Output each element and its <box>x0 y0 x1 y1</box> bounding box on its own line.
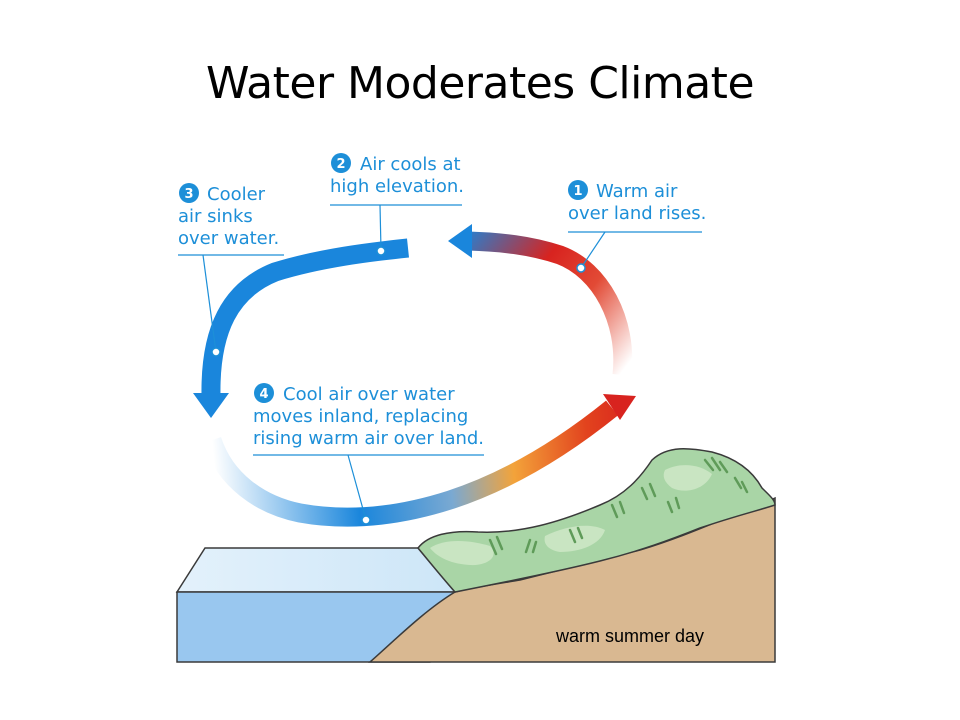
rising-air-arrow <box>467 231 633 377</box>
vegetation-patch <box>663 465 712 491</box>
step-4-line-1: Cool air over water <box>283 384 455 405</box>
step-4-number: 4 <box>259 387 268 402</box>
step-4-callout: 4 Cool air over water moves inland, repl… <box>253 383 484 449</box>
step-3-line-3: over water. <box>178 228 279 249</box>
step-3-number: 3 <box>184 187 193 202</box>
step-3-badge <box>179 183 199 203</box>
step-4-line-3: rising warm air over land. <box>253 428 484 449</box>
water-top-surface <box>175 547 457 593</box>
step-1-callout: 1 Warm air over land rises. <box>568 180 706 224</box>
vegetation-patch <box>430 541 494 566</box>
callout-leaders <box>178 204 702 521</box>
circulation-arrows <box>193 224 636 527</box>
inland-air-arrowhead <box>603 394 636 420</box>
step-1-number: 1 <box>573 184 582 199</box>
step-4-badge <box>254 383 274 403</box>
inland-air-arrow <box>202 400 618 527</box>
step-1-line-2: over land rises. <box>568 203 706 224</box>
scene-caption: warm summer day <box>555 626 704 646</box>
step-3-callout: 3 Cooler air sinks over water. <box>178 183 279 249</box>
landscape <box>175 448 776 663</box>
step-3-line-2: air sinks <box>178 206 253 227</box>
callout-dots <box>211 246 586 525</box>
step-4-line-2: moves inland, replacing <box>253 406 468 427</box>
step-2-line-2: high elevation. <box>330 176 464 197</box>
step-2-number: 2 <box>336 157 345 172</box>
step-2-callout: 2 Air cools at high elevation. <box>330 153 464 197</box>
step-1-badge <box>568 180 588 200</box>
step-1-line-1: Warm air <box>596 181 678 202</box>
sinking-air-arrow <box>201 238 409 396</box>
step-3-line-1: Cooler <box>207 184 266 205</box>
slide-title: Water Moderates Climate <box>205 58 755 109</box>
rising-air-arrowhead <box>448 224 472 258</box>
step-2-badge <box>331 153 351 173</box>
sinking-air-arrowhead <box>193 393 229 418</box>
step-2-line-1: Air cools at <box>360 154 461 175</box>
tree-marks <box>488 456 749 556</box>
